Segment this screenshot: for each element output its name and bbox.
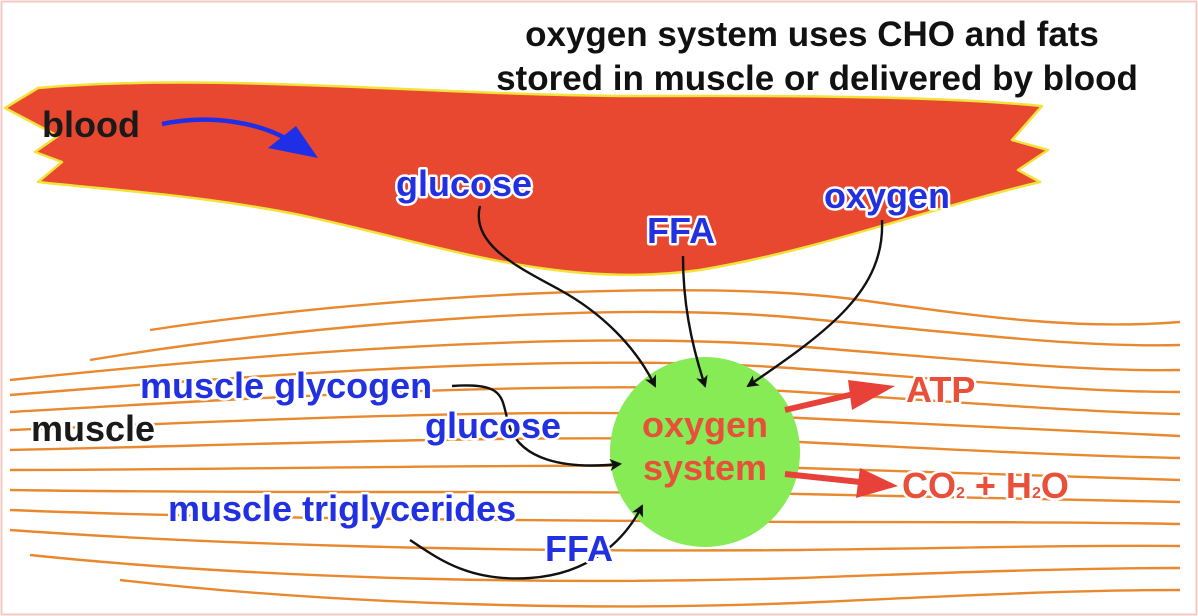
oxygen-system-label-line-2: system (643, 447, 767, 488)
muscle-glucose-arrow (451, 384, 622, 471)
muscle-ffa-label: FFA (545, 528, 613, 569)
muscle-ffa-arrow (409, 504, 644, 580)
blood-ffa-label: FFA (647, 210, 715, 251)
muscle-triglycerides-label: muscle triglycerides (168, 488, 516, 529)
blood-flow-arrow (161, 117, 318, 158)
oxygen-system-circle (610, 357, 800, 547)
muscle-fibers (9, 288, 1181, 608)
title-line-1: oxygen system uses CHO and fats (525, 15, 1099, 54)
muscle-glycogen-label: muscle glycogen (140, 365, 432, 406)
atp-label: ATP (906, 369, 975, 410)
title-line-2: stored in muscle or delivered by blood (496, 59, 1138, 98)
output-arrows (784, 380, 898, 498)
muscle-glucose-label: glucose (425, 405, 561, 446)
muscle-label: muscle (31, 408, 155, 449)
blood-oxygen-arrow (746, 219, 884, 388)
atp-arrow (784, 380, 895, 413)
co2-h2o-label: CO2 + H2O (902, 465, 1069, 506)
co2-h2o-arrow (784, 468, 898, 498)
blood-glucose-label: glucose (396, 163, 532, 204)
blood-label: blood (42, 104, 140, 145)
blood-glucose-arrow (477, 205, 657, 388)
blood-ffa-arrow (681, 255, 708, 388)
blood-oxygen-label: oxygen (824, 175, 950, 216)
input-arrows (409, 205, 884, 580)
oxygen-system-label-line-1: oxygen (642, 404, 768, 445)
